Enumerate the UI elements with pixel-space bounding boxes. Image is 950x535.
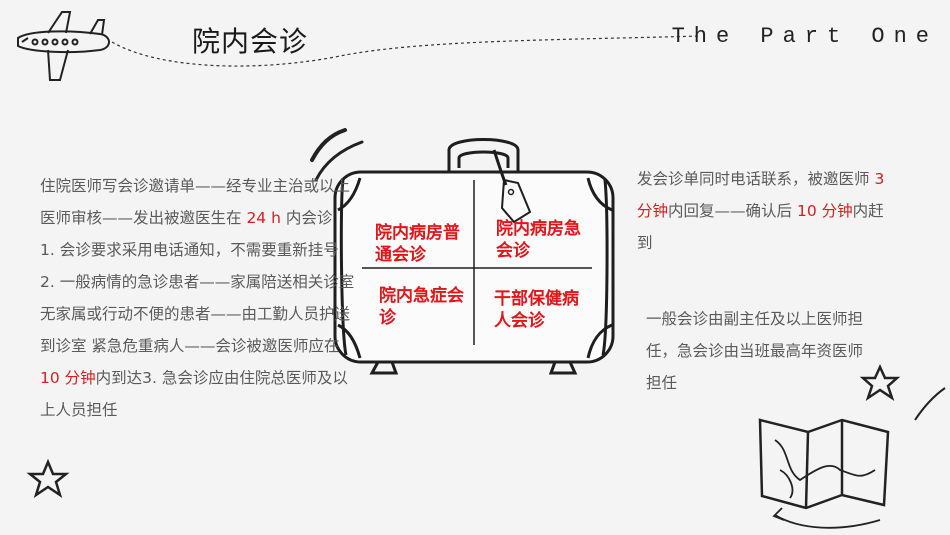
right-mid-text: 一般会诊由副主任及以上医师担任，急会诊由当班最高年资医师担任 [646, 310, 864, 392]
page-title: 院内会诊 [192, 25, 309, 58]
star-icon [26, 458, 70, 498]
quadrant-1-label: 院内病房普通会诊 [375, 223, 460, 265]
right-top-highlight-2: 10 分钟 [796, 202, 853, 220]
part-label: The Part One [671, 24, 938, 49]
star-icon [859, 363, 901, 402]
quadrant-2-label: 院内病房急会诊 [496, 219, 581, 261]
left-line1-end: 内会诊 [280, 209, 333, 227]
left-line2-text: 1. 会诊要求采用电话通知，不需要重新挂号 2. 一般病情的急诊患者——家属陪送… [40, 241, 355, 355]
quadrant-3-label: 院内急症会诊 [379, 286, 464, 328]
map-icon [758, 418, 890, 510]
left-line2-highlight: 10 分钟 [40, 369, 96, 387]
left-line1-highlight: 24 h [246, 209, 281, 227]
left-line2-end: 内到达3. 急会诊应由住院总医师及以上人员担任 [40, 369, 348, 419]
right-top-pre: 发会诊单同时电话联系，被邀医师 [637, 170, 875, 188]
left-line1-text: 住院医师写会诊邀请单——经专业主治或以上医师审核——发出被邀医生在 [40, 177, 351, 227]
suitcase-icon [333, 138, 615, 375]
airplane-icon [17, 11, 110, 81]
quadrant-4-label: 干部保健病人会诊 [494, 289, 579, 331]
left-text-block: 住院医师写会诊邀请单——经专业主治或以上医师审核——发出被邀医生在 24 h 内… [40, 170, 358, 426]
right-top-mid: 内回复——确认后 [668, 202, 797, 220]
right-top-post: 内赶到 [637, 202, 884, 252]
right-top-highlight-1: 3 分钟 [637, 170, 885, 220]
right-top-text: 发会诊单同时电话联系，被邀医师 3 分钟内回复——确认后 10 分钟内赶到 [637, 163, 895, 259]
